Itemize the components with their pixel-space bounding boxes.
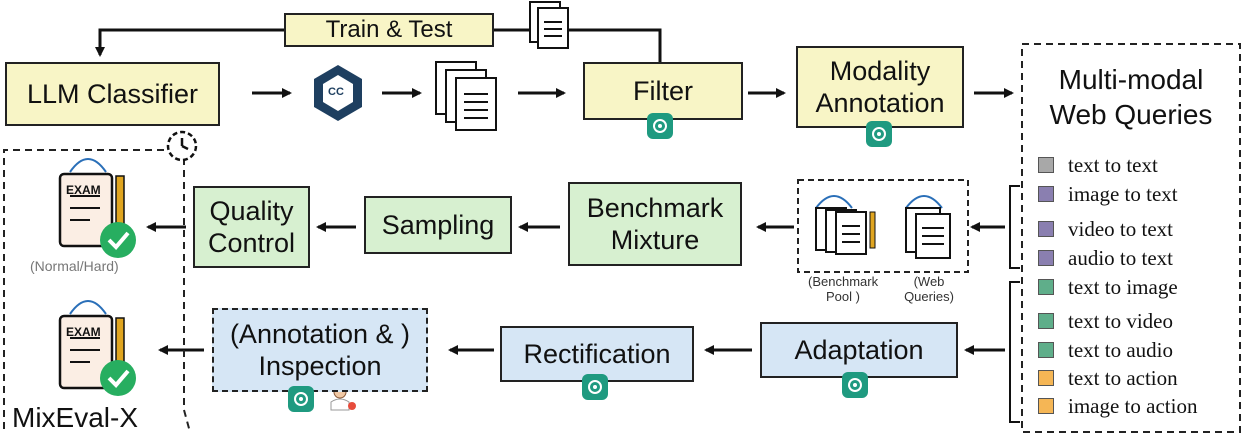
annotation-inspection-line1: (Annotation & )	[229, 318, 411, 349]
adaptation-box: Adaptation	[760, 322, 958, 378]
legend-swatch	[1038, 398, 1054, 414]
legend-label: text to video	[1068, 308, 1173, 333]
legend-item: audio to text	[1038, 245, 1173, 270]
web-queries-title-line1: Multi-modal	[1058, 64, 1204, 95]
filter-box: Filter	[583, 62, 743, 120]
annotation-inspection-box: (Annotation & ) Inspection	[212, 308, 428, 392]
benchmark-pool-icon	[815, 195, 876, 255]
web-queries-caption-line1: (Web	[913, 274, 945, 289]
legend-label: video to text	[1068, 216, 1173, 241]
chatgpt-icon-filter	[647, 113, 673, 139]
document-stack-icon	[435, 61, 497, 131]
legend-label: text to text	[1068, 152, 1158, 177]
clock-icon	[166, 130, 198, 162]
bracket-other-outputs	[1009, 281, 1020, 423]
cc-logo	[314, 65, 362, 121]
exam-caption: (Normal/Hard)	[30, 258, 119, 274]
quality-control-line1: Quality	[209, 195, 294, 226]
legend-item: image to action	[1038, 393, 1198, 418]
legend-item: text to text	[1038, 152, 1158, 177]
quality-control-line2: Control	[207, 228, 296, 258]
legend-label: audio to text	[1068, 245, 1173, 270]
exam-label-bottom: EXAM	[66, 325, 101, 339]
train-test-label: Train & Test	[284, 13, 494, 47]
legend-swatch	[1038, 157, 1054, 173]
exam-label-top: EXAM	[66, 183, 101, 197]
legend-swatch	[1038, 221, 1054, 237]
benchmark-pool-caption: (Benchmark Pool )	[808, 274, 878, 304]
annotation-inspection-line2: Inspection	[258, 351, 382, 381]
legend-item: video to text	[1038, 216, 1173, 241]
rectification-box: Rectification	[500, 326, 694, 382]
exam-icon-bottom	[58, 300, 136, 396]
web-queries-caption: (Web Queries)	[898, 274, 960, 304]
bracket-text-outputs	[1009, 185, 1020, 269]
chatgpt-icon-rectification	[582, 374, 608, 400]
chatgpt-icon-annotation	[288, 386, 314, 412]
web-queries-title-line2: Web Queries	[1049, 99, 1213, 130]
chatgpt-icon-modality	[866, 121, 892, 147]
benchmark-pool-caption-line1: (Benchmark	[808, 274, 879, 289]
web-queries-caption-line2: Queries)	[904, 289, 954, 304]
legend-item: text to action	[1038, 365, 1178, 390]
legend-item: image to text	[1038, 181, 1178, 206]
cc-logo-label: CC	[328, 86, 344, 98]
quality-control-box: Quality Control	[193, 186, 310, 268]
web-queries-pool-icon	[905, 195, 951, 259]
legend-label: text to image	[1068, 274, 1178, 299]
legend-label: image to text	[1068, 181, 1178, 206]
document-stack-small-icon	[529, 1, 569, 49]
benchmark-mixture-line2: Mixture	[610, 225, 700, 255]
mixeval-region	[3, 149, 176, 432]
llm-classifier-box: LLM Classifier	[5, 62, 220, 126]
benchmark-mixture-line1: Benchmark	[586, 192, 724, 223]
chatgpt-icon-adaptation	[842, 372, 868, 398]
exam-icon-top	[58, 158, 136, 258]
sampling-box: Sampling	[364, 196, 512, 254]
web-queries-container	[1021, 43, 1241, 433]
modality-annotation-box: Modality Annotation	[796, 46, 964, 128]
pool-container	[797, 179, 969, 273]
modality-annotation-line1: Modality	[829, 55, 931, 86]
legend-swatch	[1038, 186, 1054, 202]
legend-swatch	[1038, 250, 1054, 266]
web-queries-title: Multi-modal Web Queries	[1030, 62, 1232, 132]
benchmark-pool-caption-line2: Pool )	[826, 289, 860, 304]
legend-item: text to image	[1038, 274, 1178, 299]
modality-annotation-line2: Annotation	[815, 88, 945, 118]
legend-swatch	[1038, 313, 1054, 329]
legend-item: text to video	[1038, 308, 1173, 333]
mixeval-label: MixEval-X	[8, 402, 143, 434]
legend-swatch	[1038, 279, 1054, 295]
legend-label: image to action	[1068, 393, 1198, 418]
legend-label: text to audio	[1068, 337, 1173, 362]
legend-label: text to action	[1068, 365, 1178, 390]
legend-item: text to audio	[1038, 337, 1173, 362]
benchmark-mixture-box: Benchmark Mixture	[568, 182, 742, 266]
legend-swatch	[1038, 342, 1054, 358]
legend-swatch	[1038, 370, 1054, 386]
mixeval-region-right	[183, 158, 191, 433]
